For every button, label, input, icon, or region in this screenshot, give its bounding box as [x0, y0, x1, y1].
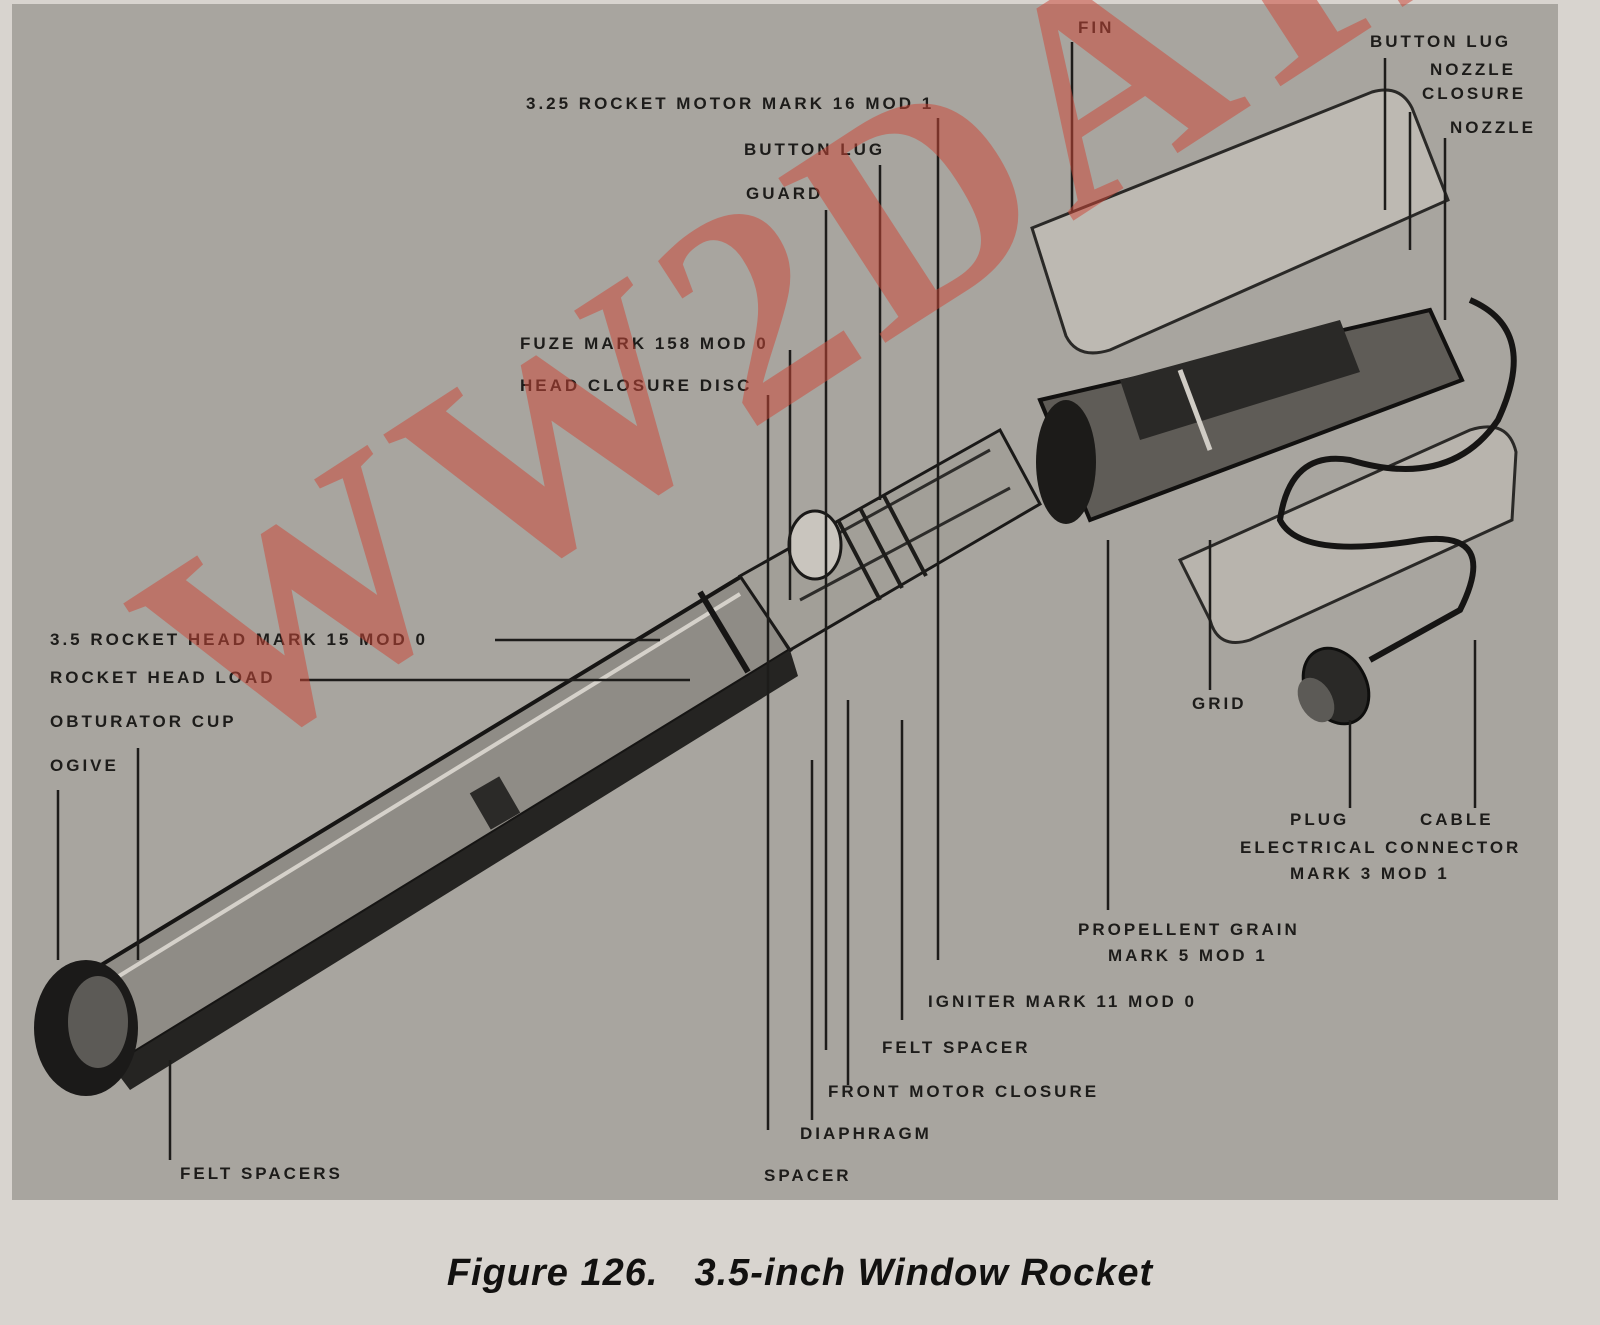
- label-ogive: OGIVE: [50, 756, 119, 775]
- motor-grain: [1120, 320, 1360, 440]
- label-rocket-head: 3.5 ROCKET HEAD MARK 15 MOD 0: [50, 630, 428, 649]
- label-spacer: SPACER: [764, 1166, 852, 1185]
- plug-face: [1297, 677, 1335, 723]
- closure-disc: [787, 509, 843, 581]
- label-cable: CABLE: [1420, 810, 1494, 829]
- label-connector-2: MARK 3 MOD 1: [1290, 864, 1450, 883]
- label-grain-2: MARK 5 MOD 1: [1108, 946, 1268, 965]
- leader-lines: [56, 42, 1477, 1160]
- ogive-inner: [68, 976, 128, 1068]
- figure-caption: Figure 126. 3.5-inch Window Rocket: [0, 1252, 1600, 1295]
- body-highlight: [78, 592, 742, 1002]
- label-head-closure-disc: HEAD CLOSURE DISC: [520, 376, 753, 395]
- label-rocket-head-load: ROCKET HEAD LOAD: [50, 668, 276, 687]
- label-button-lug: BUTTON LUG: [744, 140, 886, 159]
- head-load-block: [469, 776, 521, 830]
- label-button-lug-top: BUTTON LUG: [1370, 32, 1512, 51]
- motor-end: [1036, 400, 1096, 524]
- label-rocket-motor: 3.25 ROCKET MOTOR MARK 16 MOD 1: [526, 94, 935, 113]
- label-grain-1: PROPELLENT GRAIN: [1078, 920, 1300, 939]
- label-felt-spacers: FELT SPACERS: [180, 1164, 343, 1183]
- label-felt-spacer: FELT SPACER: [882, 1038, 1031, 1057]
- label-igniter: IGNITER MARK 11 MOD 0: [928, 992, 1197, 1011]
- cable: [1276, 297, 1517, 663]
- fin-sheet-lower: [1177, 425, 1518, 644]
- motor-grid: [1177, 369, 1213, 451]
- label-diaphragm: DIAPHRAGM: [800, 1124, 932, 1143]
- obturator-ring: [697, 590, 751, 674]
- rocket-body-shadow: [112, 650, 798, 1090]
- label-plug: PLUG: [1290, 810, 1350, 829]
- label-nozzle-closure-2: CLOSURE: [1422, 84, 1527, 103]
- fuze-section: [737, 427, 1043, 653]
- label-guard: GUARD: [746, 184, 824, 203]
- label-obturator-cup: OBTURATOR CUP: [50, 712, 237, 731]
- label-grid: GRID: [1192, 694, 1247, 713]
- label-nozzle: NOZZLE: [1450, 118, 1536, 137]
- label-fuze: FUZE MARK 158 MOD 0: [520, 334, 769, 353]
- label-connector-1: ELECTRICAL CONNECTOR: [1240, 838, 1522, 857]
- caption-number: Figure 126.: [446, 1252, 659, 1294]
- label-nozzle-closure-1: NOZZLE: [1430, 60, 1516, 79]
- label-fin: FIN: [1078, 18, 1115, 37]
- label-front-motor-closure: FRONT MOTOR CLOSURE: [828, 1082, 1100, 1101]
- caption-title: 3.5-inch Window Rocket: [694, 1252, 1154, 1294]
- spacer-rings: [836, 495, 928, 601]
